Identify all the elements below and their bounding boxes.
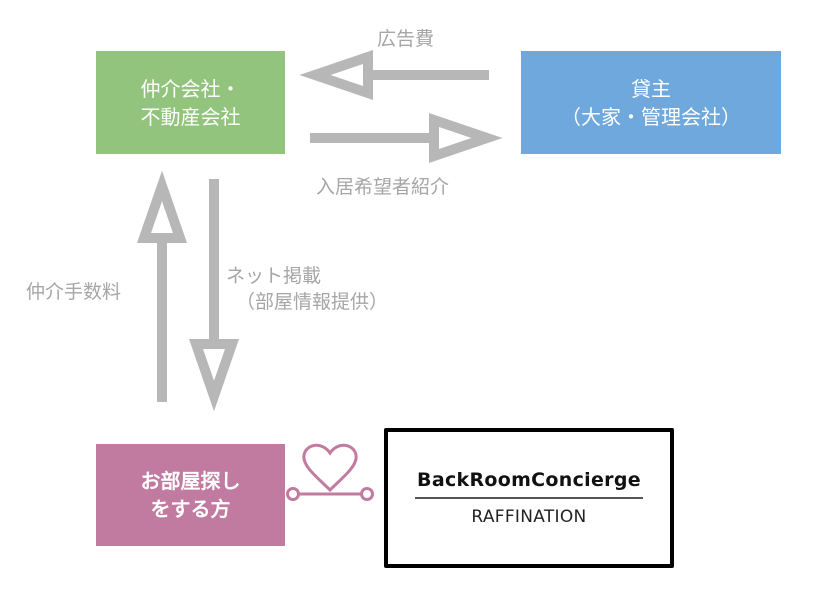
- node-landlord: 貸主 （大家・管理会社）: [521, 51, 781, 154]
- label-advertising-fee: 広告費: [377, 28, 435, 50]
- brand-subtitle: RAFFINATION: [471, 507, 587, 527]
- node-agent-line2: 不動産会社: [140, 104, 241, 129]
- node-agent-line1: 仲介会社・: [140, 76, 241, 101]
- label-brokerage-fee: 仲介手数料: [26, 281, 122, 303]
- arrow-tenant-referral: [310, 113, 503, 163]
- node-broker-realestate: 仲介会社・ 不動産会社: [96, 51, 285, 154]
- brand-logo-box: BackRoomConcierge RAFFINATION: [384, 428, 674, 568]
- node-owner-line1: 貸主: [631, 76, 671, 101]
- node-seeker-line2: をする方: [150, 497, 231, 521]
- arrow-advertising-fee: [299, 50, 489, 100]
- arrow-brokerage-fee: [136, 170, 188, 402]
- label-net-listing: ネット掲載: [226, 265, 322, 287]
- label-net-listing-detail: （部屋情報提供）: [236, 291, 389, 313]
- node-room-seeker: お部屋探し をする方: [96, 444, 285, 546]
- arrow-net-listing: [188, 179, 240, 412]
- heart-link-icon: [286, 443, 374, 501]
- node-owner-line2: （大家・管理会社）: [561, 104, 741, 129]
- label-tenant-referral: 入居希望者紹介: [316, 176, 450, 198]
- node-seeker-line1: お部屋探し: [140, 469, 241, 493]
- brand-name: BackRoomConcierge: [415, 469, 643, 499]
